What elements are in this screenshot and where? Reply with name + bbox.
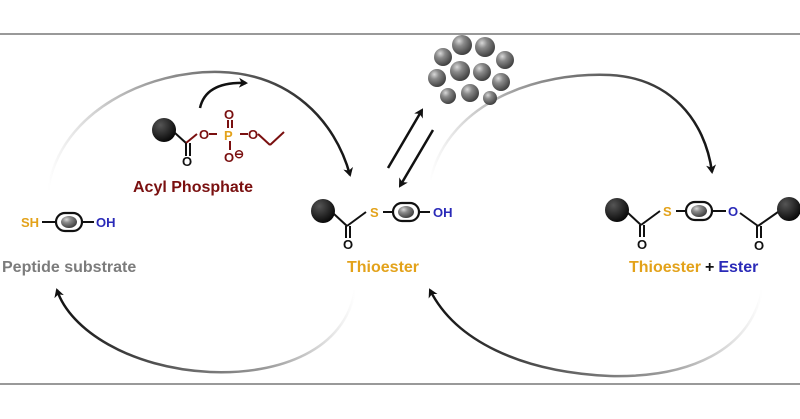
nanoparticle-cluster (428, 35, 514, 105)
thioester-ester-label-a: Thioester (629, 259, 701, 276)
thioester-hydroxyl-group: OH (433, 205, 453, 220)
thioester-ester-molecule (605, 197, 800, 238)
product-s-atom: S (663, 204, 672, 219)
thioester-molecule (311, 199, 430, 238)
equilibrium-arrow-down (398, 129, 435, 188)
carbonyl-o-atom: O (182, 154, 192, 169)
cycle-left-bottom-arrow (54, 288, 357, 374)
product-ester-carbonyl-o-atom: O (754, 238, 764, 253)
acyl-phosphate-label: Acyl Phosphate (133, 179, 253, 196)
thioester-ester-label-plus: + (705, 259, 714, 276)
ester-o-atom: O (199, 127, 209, 142)
thioester-s-atom: S (370, 205, 379, 220)
phosphorus-atom: P (224, 128, 233, 143)
product-thio-carbonyl-o-atom: O (637, 237, 647, 252)
phosphate-o-minus-atom: O (224, 150, 234, 165)
negative-charge-icon: ⊖ (234, 147, 244, 161)
cycle-left-top-arrow (46, 70, 353, 191)
thioester-ester-label-b: Ester (718, 259, 758, 276)
cycle-right-top-arrow (428, 73, 717, 181)
thioester-label: Thioester (347, 259, 419, 276)
cycle-right-bottom-arrow (428, 288, 764, 378)
phosphoryl-o-atom: O (224, 107, 234, 122)
thioester-carbonyl-o-atom: O (343, 237, 353, 252)
acyl-input-arrow (198, 77, 248, 109)
product-ester-o-atom: O (728, 204, 738, 219)
equilibrium-arrow-up (386, 108, 424, 169)
peptide-substrate-molecule (42, 211, 94, 233)
ethoxy-o-atom: O (248, 127, 258, 142)
thioester-ester-label: Thioester+Ester (629, 259, 758, 276)
hydroxyl-group: OH (96, 215, 116, 230)
thiol-group: SH (21, 215, 39, 230)
acyl-phosphate-molecule (152, 118, 285, 156)
peptide-substrate-label: Peptide substrate (2, 259, 136, 276)
